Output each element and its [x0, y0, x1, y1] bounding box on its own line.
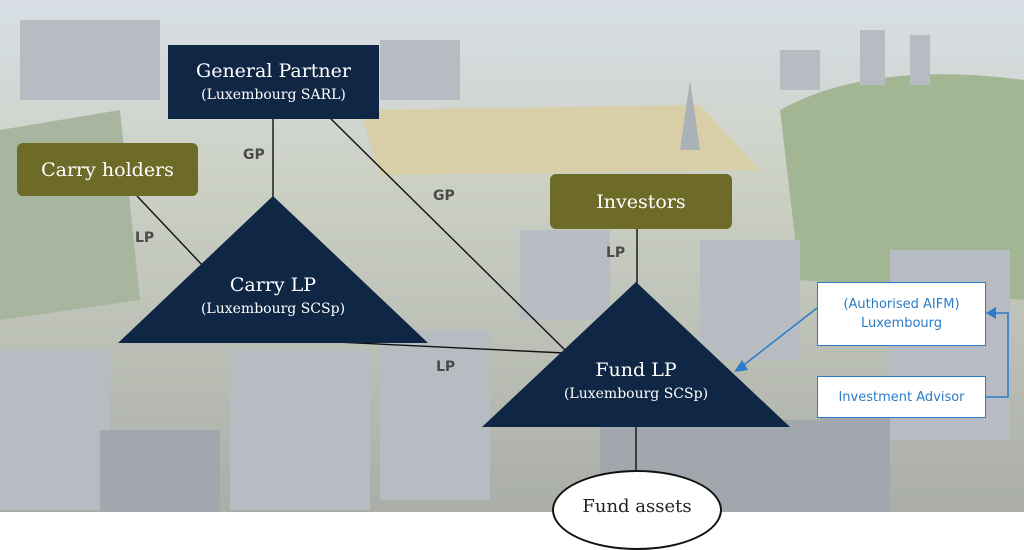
fund-assets-node: Fund assets: [552, 470, 722, 550]
carry-lp-triangle: [118, 196, 428, 343]
carry-lp-node: Carry LP (Luxembourg SCSp): [173, 272, 373, 320]
general-partner-title: General Partner: [196, 60, 351, 82]
connector-gp-fund: [329, 117, 566, 351]
edge-label-investors-fund: LP: [606, 245, 626, 261]
carry-lp-title: Carry LP: [229, 274, 317, 296]
fund-lp-triangle: [482, 282, 790, 427]
connector-advisor-aifm: [986, 312, 1009, 398]
fund-lp-title: Fund LP: [595, 359, 677, 381]
connector-carryholders-carry: [136, 195, 206, 269]
carry-lp-subtitle: (Luxembourg SCSp): [200, 301, 346, 317]
investment-advisor-node: Investment Advisor: [817, 376, 986, 418]
fund-assets-title: Fund assets: [582, 496, 692, 517]
arrowhead-advisor-aifm: [986, 307, 996, 319]
edge-label-gp-carry: GP: [243, 147, 265, 163]
aifm-line2: Luxembourg: [860, 316, 943, 331]
connector-aifm-fund: [739, 307, 818, 369]
fund-lp-subtitle: (Luxembourg SCSp): [563, 386, 709, 402]
general-partner-node: General Partner (Luxembourg SARL): [168, 45, 379, 119]
carry-holders-title: Carry holders: [41, 158, 174, 181]
aifm-line1: (Authorised AIFM): [843, 297, 960, 312]
investment-advisor-title: Investment Advisor: [838, 389, 965, 405]
investors-node: Investors: [550, 174, 732, 229]
edge-label-carryholders-carry: LP: [135, 230, 155, 246]
investors-title: Investors: [596, 190, 686, 213]
carry-holders-node: Carry holders: [17, 143, 198, 196]
arrowhead-aifm-fund: [734, 360, 748, 372]
edge-label-gp-fund: GP: [433, 188, 455, 204]
diagram-connectors: [118, 117, 1009, 470]
general-partner-subtitle: (Luxembourg SARL): [201, 87, 346, 103]
edge-label-carry-fund: LP: [436, 359, 456, 375]
aifm-node: (Authorised AIFM) Luxembourg: [817, 282, 986, 346]
fund-lp-node: Fund LP (Luxembourg SCSp): [536, 357, 736, 405]
